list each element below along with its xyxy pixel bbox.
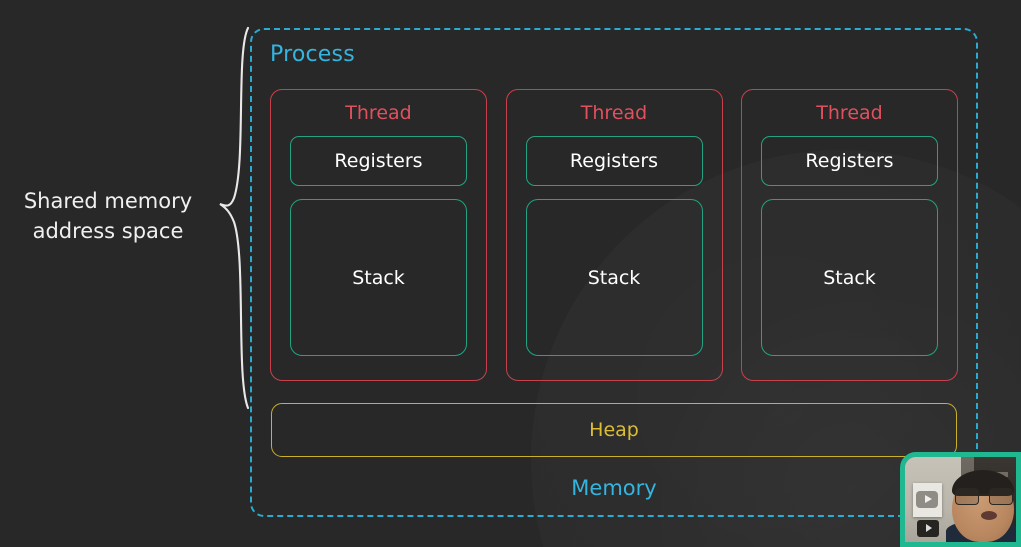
heap-box: Heap [271, 403, 957, 457]
memory-label: Memory [571, 476, 657, 500]
glasses-icon [954, 488, 1013, 506]
process-container [250, 28, 978, 517]
thread-title: Thread [580, 102, 648, 124]
shared-memory-caption: Shared memory address space [8, 186, 208, 247]
play-triangle-icon [916, 490, 939, 509]
thread-box-3: Thread Registers Stack [741, 89, 958, 381]
registers-box: Registers [525, 136, 703, 186]
shared-memory-line-1: Shared memory [23, 189, 193, 213]
threads-row: Thread Registers Stack Thread Registers … [270, 89, 958, 381]
play-triangle-icon-small [917, 519, 940, 537]
shared-memory-line-2: address space [32, 219, 184, 244]
process-label: Process [270, 42, 355, 67]
stack-box: Stack [525, 199, 703, 356]
curly-brace-icon [219, 26, 250, 410]
thread-title: Thread [345, 102, 412, 124]
thread-title: Thread [816, 102, 883, 124]
thread-box-2: Thread Registers Stack [505, 89, 723, 381]
stack-box: Stack [761, 199, 938, 356]
thread-box-1: Thread Registers Stack [270, 89, 487, 381]
youtube-play-button-plaque [912, 482, 942, 517]
webcam-overlay[interactable] [900, 452, 1021, 547]
registers-box: Registers [290, 136, 467, 186]
registers-box: Registers [761, 136, 938, 186]
webcam-person-mouth [981, 511, 998, 521]
webcam-scene [905, 457, 1016, 542]
stack-box: Stack [290, 199, 467, 356]
